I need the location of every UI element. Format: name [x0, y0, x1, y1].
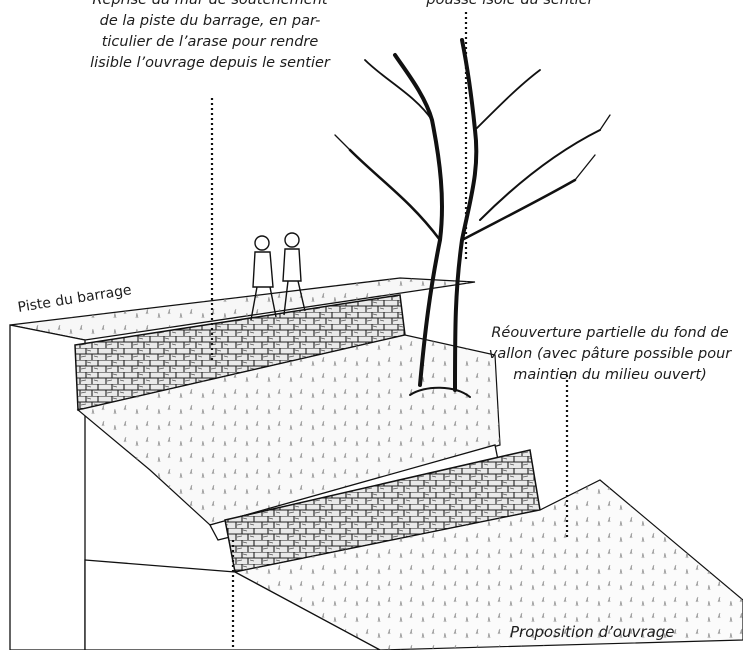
label-proposition-ouvrage: Proposition d’ouvrage: [510, 623, 675, 641]
label-line: Réouverture partielle du fond de: [491, 325, 729, 341]
label-line: vallon (avec pâture possible pour: [488, 346, 732, 362]
label-line: maintien du milieu ouvert): [513, 367, 707, 383]
tree: [334, 38, 611, 398]
label-line: de la piste du barrage, en par-: [99, 13, 321, 29]
upper-terrace-top-grass: [10, 278, 475, 340]
label-reouverture-vallon: Réouverture partielle du fond de vallon …: [460, 323, 743, 386]
label-line: pousse isolé du sentier: [426, 0, 594, 8]
label-arbre: pousse isolé du sentier: [380, 0, 640, 11]
block-left-side: [9, 324, 86, 650]
label-line: ticulier de l’arase pour rendre: [101, 34, 319, 50]
label-line: lisible l’ouvrage depuis le sentier: [90, 55, 330, 71]
label-mur-soutenement: Reprise du mur de soutènement de la pist…: [50, 0, 370, 74]
label-line: Reprise du mur de soutènement: [92, 0, 328, 8]
walkers: [250, 232, 306, 321]
